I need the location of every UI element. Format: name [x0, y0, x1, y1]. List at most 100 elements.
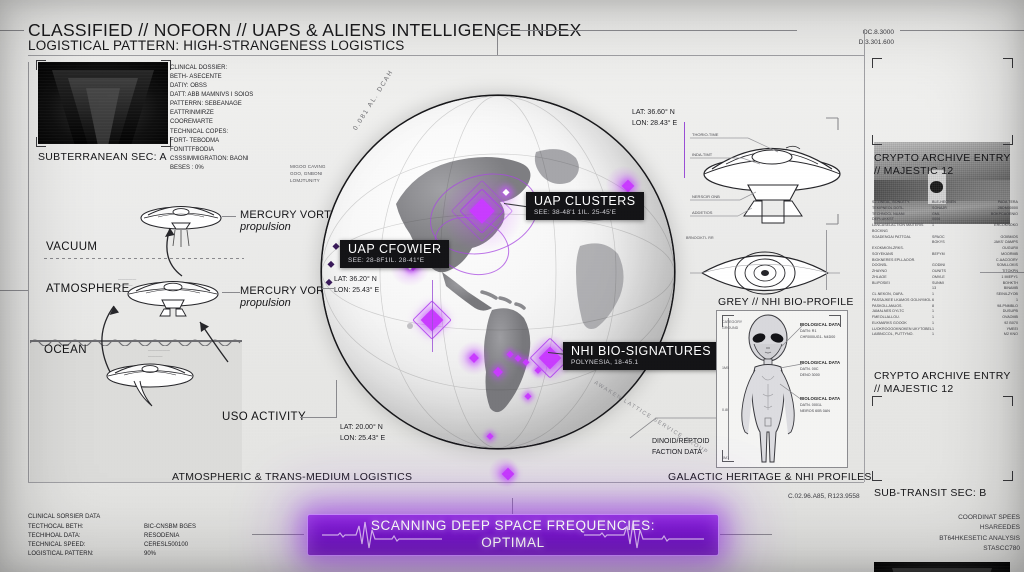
table-cell: SUNMI [932, 280, 944, 285]
table-cell: ERCOKNOKO [994, 223, 1018, 227]
crypto-bottom-label-1: CRYPTO ARCHIVE ENTRY [874, 370, 1011, 382]
crypto-photo-top[interactable] [874, 142, 1010, 224]
table-cell: 1 IMEPY1 [1001, 274, 1018, 279]
callout-nhi-bio[interactable]: NHI BIO-SIGNATURES POLYNESIA, 18-45.1 [563, 342, 720, 371]
vacuum-boundary [44, 258, 244, 259]
table-cell: LANCASELACTION MAITERIS [872, 223, 924, 227]
subterranean-label: SUBTERRANEAN SEC: A [38, 151, 167, 163]
uso-node[interactable] [524, 392, 532, 400]
frame-bracket [872, 58, 882, 68]
crypto-top-label-2: // MAJESTIC 12 [874, 165, 954, 177]
bio-ruler [728, 318, 729, 460]
rule [497, 30, 498, 56]
table-row: LANCASELACTION MAITERIS 1 ERCOKNOKO [872, 223, 1018, 229]
rule [720, 534, 772, 535]
table-cell: JAMALNES DYLTC [872, 309, 905, 314]
coord-leader [684, 122, 685, 178]
table-cell: S2.1INEAL, BONLETY. [872, 200, 911, 204]
frame-bracket [872, 135, 882, 145]
table-cell: LAIBNCCOL, PUTTYNO. [872, 332, 914, 337]
uap-node[interactable] [621, 179, 635, 193]
micro-annotation: ————— ———— ——— [118, 277, 137, 293]
table-cell: PADA TERA [997, 200, 1018, 204]
coord-leader [322, 288, 334, 289]
limb-node [327, 260, 335, 268]
craft-schematic-note: BRNOCIKTI- RR [686, 236, 714, 240]
frame-bracket [872, 396, 882, 406]
table-cell: GOIBMOS [1000, 234, 1018, 239]
table-cell: SONAJR [932, 205, 947, 210]
frame-bracket [829, 315, 841, 327]
flow-arrows [199, 321, 229, 363]
layer-label-vacuum: VACUUM [46, 241, 98, 253]
frame-bracket [1003, 396, 1013, 406]
table-cell: 1 [932, 320, 935, 325]
table-cell: LUOKROOOOKNOKEN UKYTOBEL [872, 326, 933, 331]
globe[interactable] [322, 96, 674, 448]
table-cell: PASSAJKEE LKAMOS GOLNYMOL [872, 297, 932, 302]
table-cell: M2 KNO [1003, 332, 1018, 337]
frame-bracket [1003, 58, 1013, 68]
table-cell: DEPLUKKST [872, 217, 894, 222]
scanning-status-banner[interactable]: SCANNING DEEP SPACE FREQUENCIES: OPTIMAL [307, 514, 719, 556]
uap-node[interactable] [534, 366, 542, 374]
footer-key: LOGISTICAL PATTERN: [28, 551, 94, 557]
globe-container[interactable] [322, 96, 674, 487]
uap-node[interactable] [493, 367, 503, 377]
table-cell: SEINILZYOB [996, 292, 1018, 296]
leader-line [300, 417, 336, 418]
atmospheric-footer: ATMOSPHERIC & TRANS-MEDIUM LOGISTICS [172, 471, 413, 483]
footer-key: TECHIHOAL DATA: [28, 533, 81, 539]
table-cell: 98-PNMBLO [997, 303, 1018, 308]
callout-uap-crowier[interactable]: UAP CFOWIER SEE: 28-8F1IL. 28-41°E [340, 240, 450, 269]
eye-schematic [690, 251, 840, 295]
ocean-surface-line [30, 340, 242, 342]
frame-bracket [161, 60, 171, 70]
subterranean-photo[interactable] [38, 62, 168, 144]
uso-node[interactable] [486, 432, 494, 440]
rule [28, 482, 864, 483]
svg-text:THORIO-TIME: THORIO-TIME [692, 132, 719, 137]
table-cell: BEFYM [932, 251, 945, 256]
uap-node[interactable] [469, 353, 479, 363]
uso-node[interactable] [501, 467, 515, 481]
uap-node[interactable] [502, 188, 510, 196]
table-cell: DOONSL [872, 263, 888, 268]
leader-line [222, 216, 236, 217]
frame-bracket [872, 471, 882, 481]
table-cell: SPAOC [932, 234, 945, 239]
svg-text:ADDETIOS: ADDETIOS [692, 210, 713, 215]
uap-node[interactable] [506, 350, 514, 358]
table-cell: BOKPCAOENIO [990, 211, 1018, 216]
footer-key: TECHNICAL SPEED: [28, 542, 86, 548]
annotation-mercury-1: MERCURY VORTEX propulsion [240, 209, 347, 233]
table-cell: SOIYEKANS [872, 251, 894, 256]
table-row: BIOKNERES EPLLAOOR.C.AACOORY [872, 258, 1018, 264]
rule [252, 534, 304, 535]
table-cell: 1 [932, 223, 935, 227]
dossier-lines-2: FORT- TEBODMA FONITTFBODIA CSSSIMMIGRATI… [170, 138, 249, 171]
bio-ruler-tick: 1M5 [722, 366, 730, 370]
banner-text: SCANNING DEEP SPACE FREQUENCIES: OPTIMAL [370, 518, 656, 550]
callout-uap-clusters[interactable]: UAP CLUSTERS SEE: 38-48'1 1IL. 25-45'E [526, 192, 644, 221]
table-cell: GML [932, 211, 940, 216]
rule [28, 55, 864, 56]
right-panel-border [864, 30, 865, 482]
table-row: EXOKMION-ZRKS.OUGURII [872, 246, 1018, 252]
uap-node[interactable] [522, 358, 530, 366]
table-cell: BOCKNG [872, 228, 888, 233]
table-cell: OUNITS [932, 269, 946, 273]
footer-value: RESODENIA [144, 533, 180, 539]
sub-transit-label: SUB-TRANSIT SEC: B [874, 487, 987, 499]
crypto-photo-bottom[interactable] [874, 562, 1010, 572]
table-cell: TEKIPNEOL DOTL. [872, 205, 905, 210]
uap-node[interactable] [514, 354, 522, 362]
